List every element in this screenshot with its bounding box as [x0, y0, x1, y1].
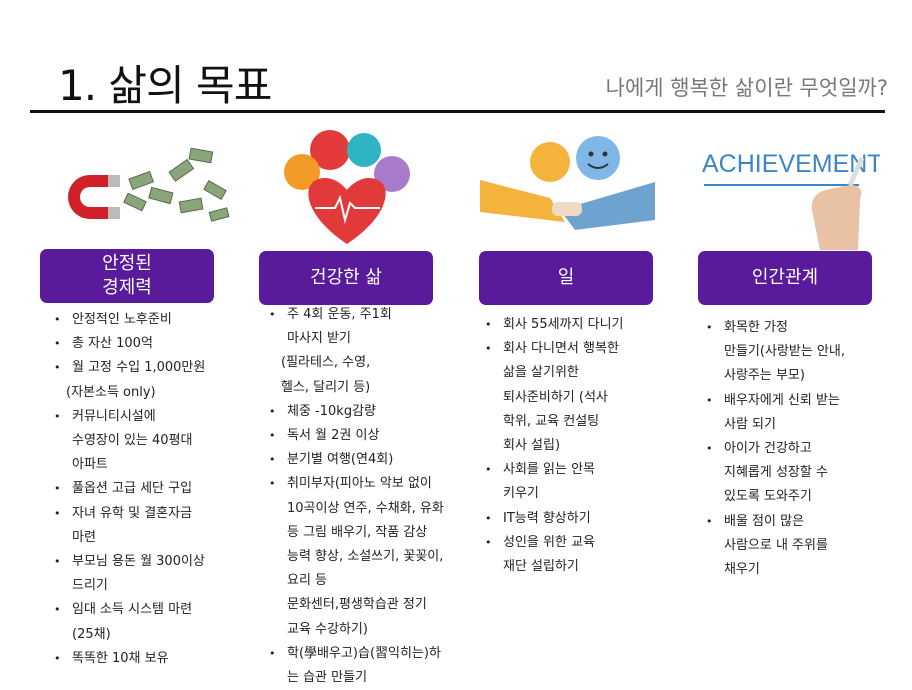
goal-item-text: 독서 월 2권 이상: [287, 428, 380, 444]
goal-item-text: 커뮤니티시설에: [72, 408, 156, 424]
goal-item: 안정적인 노후준비: [54, 308, 205, 332]
goal-item: 독서 월 2권 이상: [269, 424, 444, 448]
goal-item-text: 는 습관 만들기: [287, 670, 368, 686]
goal-item-text: 등 그림 배우기, 작품 감상: [287, 524, 428, 540]
health-heart-icon: [284, 130, 410, 244]
goal-item-text: 회사 설립): [503, 438, 561, 454]
goal-item-text: 월 고정 수입 1,000만원: [72, 360, 206, 376]
goal-item-text: (자본소득 only): [66, 384, 156, 400]
goal-item-text: 총 자산 100억: [72, 336, 153, 352]
goal-item-text: 성인을 위한 교육: [503, 534, 595, 550]
goal-item: 취미부자(피아노 악보 없이 10곡이상 연주, 수채화, 유화등 그림 배우기,…: [269, 472, 444, 641]
goal-item-text: 배울 점이 많은: [724, 513, 805, 529]
goal-item-text: 풀옵션 고급 세단 구입: [72, 481, 193, 497]
goal-item-text: 사람으로 내 주위를: [724, 537, 828, 553]
goal-item-text: IT능력 향상하기: [503, 510, 591, 526]
goal-item-text: 교육 수강하기): [287, 621, 368, 637]
header-line: 경제력: [102, 277, 152, 298]
goal-item: 학(學배우고)습(習익히는)하는 습관 만들기: [269, 642, 444, 690]
slide-subtitle: 나에게 행복한 삶이란 무엇일까?: [605, 76, 888, 100]
goal-item-text: 삶을 살기위한: [503, 365, 579, 381]
goal-item-text: 마련: [72, 529, 96, 545]
economy-goal-list: 안정적인 노후준비총 자산 100억월 고정 수입 1,000만원 (자본소득 o…: [54, 308, 205, 671]
goal-item-text: 체중 -10kg감량: [287, 403, 376, 419]
goal-item: 월 고정 수입 1,000만원 (자본소득 only): [54, 356, 205, 404]
goal-item-text: 헬스, 달리기 등): [281, 379, 371, 395]
goal-item: 회사 55세까지 다니기: [485, 313, 624, 337]
goal-item-text: 자녀 유학 및 결혼자금: [72, 505, 193, 521]
goal-item-text: 회사 55세까지 다니기: [503, 317, 624, 332]
goal-item: 체중 -10kg감량: [269, 400, 444, 424]
goal-item-text: 사회를 읽는 안목: [503, 462, 595, 478]
achievement-hand-icon: ACHIEVEMENT: [702, 150, 880, 250]
goal-item: IT능력 향상하기: [485, 507, 624, 531]
goal-item-text: 학위, 교육 컨설팅: [503, 413, 600, 429]
goal-item: 똑똑한 10채 보유: [54, 647, 205, 671]
goal-item-text: 재단 설립하기: [503, 559, 579, 575]
goal-item-text: 10곡이상 연주, 수채화, 유화: [287, 500, 444, 516]
goal-item-text: 퇴사준비하기 (석사: [503, 389, 608, 405]
goal-item-text: 주 4회 운동, 주1회: [287, 307, 392, 322]
goal-item-text: (25채): [72, 626, 111, 642]
column-header-health: 건강한 삶: [259, 251, 433, 305]
goal-item-text: 부모님 용돈 월 300이상: [72, 554, 205, 570]
goal-item-text: (필라테스, 수영,: [281, 355, 371, 371]
goal-item-text: 분기별 여행(연4회): [287, 452, 394, 468]
goal-item-text: 임대 소득 시스템 마련: [72, 602, 193, 618]
goal-item-text: 화목한 가정: [724, 320, 788, 335]
header-line: 건강한 삶: [310, 267, 382, 288]
goal-item-text: 마사지 받기: [287, 331, 351, 347]
goal-item-text: 만들기(사랑받는 안내,: [724, 344, 845, 360]
goal-item-text: 안정적인 노후준비: [72, 312, 172, 327]
goal-item-text: 배우자에게 신뢰 받는: [724, 392, 840, 408]
goal-item: 임대 소득 시스템 마련 (25채): [54, 598, 205, 646]
goal-item-text: 수영장이 있는 40평대: [72, 433, 193, 449]
header-line: 일: [557, 267, 575, 288]
goal-item-text: 키우기: [503, 486, 539, 502]
goal-item-text: 사랑주는 부모): [724, 368, 805, 384]
header-line: 안정된: [102, 253, 152, 274]
goal-item-text: 지혜롭게 성장할 수: [724, 465, 828, 481]
goal-item-text: 있도록 도와주기: [724, 489, 812, 505]
goal-item: 총 자산 100억: [54, 332, 205, 356]
goal-item-text: 채우기: [724, 562, 760, 578]
goal-item-text: 학(學배우고)습(習익히는)하: [287, 645, 441, 661]
goal-item-text: 문화센터,평생학습관 정기: [287, 597, 427, 613]
magnet-money-icon: [68, 147, 230, 222]
goal-item-text: 능력 향상, 소설쓰기, 꽃꽂이,: [287, 549, 444, 565]
goal-item-text: 아파트: [72, 457, 108, 473]
slide-title: 1. 삶의 목표: [58, 61, 272, 110]
goal-item-text: 사람 되기: [724, 416, 776, 432]
column-header-relationships: 인간관계: [698, 251, 872, 305]
goal-item-text: 드리기: [72, 578, 108, 594]
goal-item-text: 취미부자(피아노 악보 없이: [287, 476, 432, 492]
handshake-idea-icon: [480, 136, 655, 230]
goal-item: 분기별 여행(연4회): [269, 448, 444, 472]
header-line: 인간관계: [751, 267, 819, 288]
title-divider: [30, 110, 885, 113]
goal-item-text: 똑똑한 10채 보유: [72, 650, 169, 666]
goal-item-text: 아이가 건강하고: [724, 441, 812, 457]
goal-item-text: 회사 다니면서 행복한: [503, 341, 619, 357]
goal-item-text: 요리 등: [287, 573, 328, 589]
achievement-text: ACHIEVEMENT: [702, 150, 880, 178]
column-header-work: 일: [479, 251, 653, 305]
goal-item: 풀옵션 고급 세단 구입: [54, 477, 205, 501]
